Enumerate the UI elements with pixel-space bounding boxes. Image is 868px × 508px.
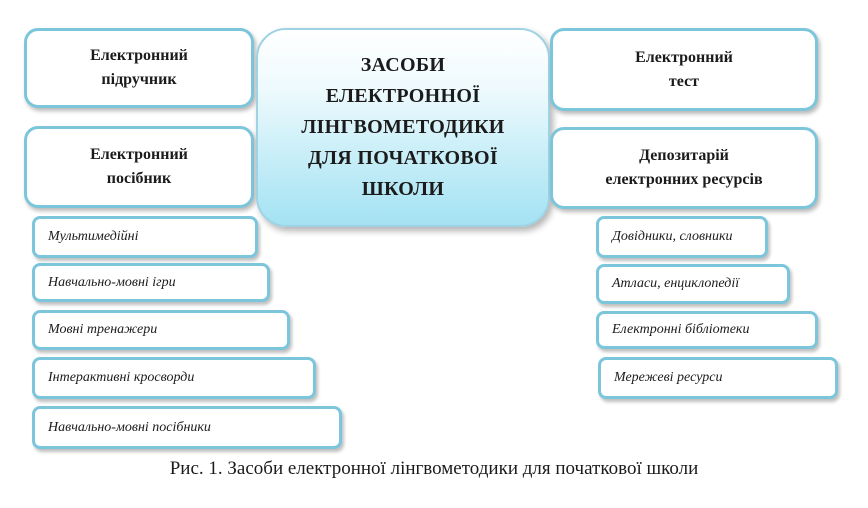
list-item-label: Мережеві ресурси [614,370,723,385]
resource-depository-box: Депозитарій електронних ресурсів [550,127,818,209]
list-item-label: Навчально-мовні посібники [48,419,211,435]
list-item-network-resources: Мережеві ресурси [598,357,838,399]
list-item-label: Мультимедійні [48,229,139,244]
box-label-line: Електронний [635,48,733,66]
list-item-label: Навчально-мовні ігри [48,274,176,290]
box-label-line: посібник [106,170,172,187]
list-item-dictionaries: Довідники, словники [596,216,768,258]
list-item-atlases: Атласи, енциклопедії [596,264,790,304]
center-title-line: ЕЛЕКТРОННОЇ [325,85,481,107]
electronic-textbook-box: Електронний підручник [24,28,254,108]
list-item-educational-games: Навчально-мовні ігри [32,263,270,302]
center-title-line: ЗАСОБИ [360,54,446,76]
figure-caption: Рис. 1. Засоби електронної лінгвометодик… [169,458,699,479]
list-item-educational-manuals: Навчально-мовні посібники [32,406,342,449]
list-item-language-trainers: Мовні тренажери [32,310,290,350]
box-label-line: тест [668,72,700,90]
center-title-line: ЛІНГВОМЕТОДИКИ [301,116,505,138]
box-label-line: Депозитарій [639,147,729,164]
list-item-libraries: Електронні бібліотеки [596,311,818,349]
list-item-label: Довідники, словники [612,229,733,244]
list-item-label: Мовні тренажери [48,322,158,337]
box-label-line: електронних ресурсів [605,171,763,188]
box-label-line: Електронний [90,47,188,64]
list-item-label: Інтерактивні кросворди [48,370,195,385]
center-title-line: ШКОЛИ [361,178,445,200]
list-item-label: Атласи, енциклопедії [612,276,740,291]
electronic-test-box: Електронний тест [550,28,818,111]
center-title-line: ДЛЯ ПОЧАТКОВОЇ [308,147,498,169]
central-title-box: ЗАСОБИ ЕЛЕКТРОННОЇ ЛІНГВОМЕТОДИКИ ДЛЯ ПО… [256,28,550,227]
list-item-interactive-crosswords: Інтерактивні кросворди [32,357,316,399]
box-label-line: Електронний [90,146,188,163]
list-item-label: Електронні бібліотеки [612,322,750,337]
list-item-multimedia: Мультимедійні [32,216,258,258]
box-label-line: підручник [101,71,177,88]
electronic-manual-box: Електронний посібник [24,126,254,208]
